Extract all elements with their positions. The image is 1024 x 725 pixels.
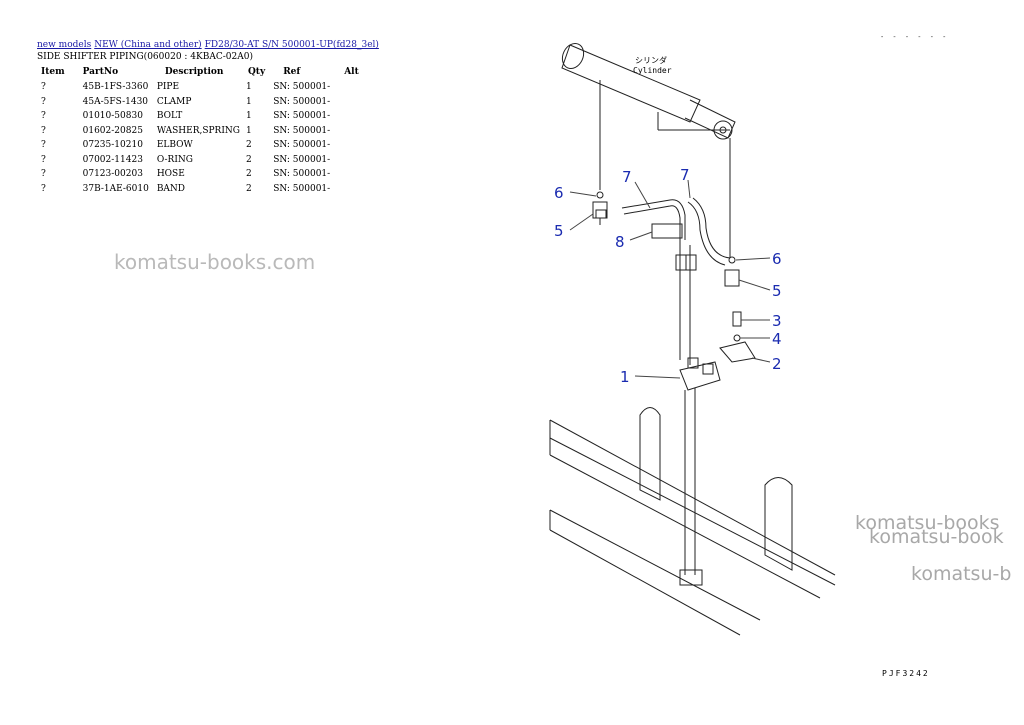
cell-item: ? xyxy=(41,82,46,92)
cell-item: ? xyxy=(41,154,46,165)
cell-item: ? xyxy=(41,96,46,107)
cell-description: O-RING xyxy=(156,154,193,165)
cell-partno: 07123-00203 xyxy=(82,169,143,179)
parts-table: Item PartNo Description Qty Ref Alt ? 45B… xyxy=(37,66,363,196)
cell-alt xyxy=(334,80,363,95)
table-header-row: Item PartNo Description Qty Ref Alt xyxy=(37,66,363,80)
cell-description: ELBOW xyxy=(156,140,193,150)
cell-description: CLAMP xyxy=(156,96,192,107)
cell-item: ? xyxy=(41,169,46,179)
cell-partno: 07235-10210 xyxy=(82,140,143,150)
callout-7-left: 7 xyxy=(622,168,632,186)
cell-qty: 1 xyxy=(245,82,252,92)
cell-qty: 2 xyxy=(245,154,252,165)
right-fitting xyxy=(719,180,756,363)
table-row: ? 01602-20825 WASHER,SPRING 1 SN: 500001- xyxy=(37,124,363,139)
leader-lines xyxy=(569,179,771,379)
cell-ref: SN: 500001- xyxy=(273,111,331,121)
cell-partno: 45A-5FS-1430 xyxy=(82,96,149,107)
cell-qty: 2 xyxy=(245,140,252,150)
left-fitting xyxy=(592,191,608,225)
cell-description: BAND xyxy=(156,183,186,194)
cell-alt xyxy=(334,109,363,124)
cell-item: ? xyxy=(41,183,46,194)
carriage-frame xyxy=(549,407,836,636)
cell-partno: 01602-20825 xyxy=(82,125,143,136)
cell-partno: 37B-1AE-6010 xyxy=(82,183,149,194)
col-partno: PartNo xyxy=(82,67,119,77)
breadcrumb-link-model[interactable]: FD28/30-AT S/N 500001-UP(fd28_3el) xyxy=(204,40,379,50)
watermark: komatsu-book xyxy=(869,526,1004,548)
table-row: ? 07002-11423 O-RING 2 SN: 500001- xyxy=(37,153,363,168)
cell-ref: SN: 500001- xyxy=(273,154,331,165)
callout-5-right: 5 xyxy=(772,282,782,300)
cell-qty: 2 xyxy=(245,169,252,179)
cell-ref: SN: 500001- xyxy=(273,82,331,92)
breadcrumb-link-new-models[interactable]: new models xyxy=(37,40,92,50)
col-alt: Alt xyxy=(344,67,359,77)
page-title: SIDE SHIFTER PIPING(060020 : 4KBAC-02A0) xyxy=(37,52,253,62)
callout-6-right: 6 xyxy=(772,250,782,268)
clamp-assembly xyxy=(679,357,721,575)
cylinder-label-jp: シリンダ xyxy=(635,55,667,65)
cell-description: BOLT xyxy=(156,111,183,121)
cylinder-label: Cylinder xyxy=(633,66,672,75)
cell-item: ? xyxy=(41,140,46,150)
cell-alt xyxy=(334,138,363,153)
callout-7-right: 7 xyxy=(680,166,690,184)
callout-3: 3 xyxy=(772,312,782,330)
table-row: ? 37B-1AE-6010 BAND 2 SN: 500001- xyxy=(37,182,363,197)
callout-6-left: 6 xyxy=(554,184,564,202)
table-row: ? 07123-00203 HOSE 2 SN: 500001- xyxy=(37,167,363,182)
cell-qty: 1 xyxy=(245,96,252,107)
col-item: Item xyxy=(41,67,65,77)
col-ref: Ref xyxy=(283,67,301,77)
callout-1: 1 xyxy=(620,368,630,386)
cell-description: PIPE xyxy=(156,82,180,92)
cell-ref: SN: 500001- xyxy=(273,183,331,194)
watermark: komatsu-books.com xyxy=(114,250,316,274)
watermark: komatsu-b xyxy=(911,563,1012,585)
drawing-code: PJF3242 xyxy=(882,669,930,678)
col-description: Description xyxy=(164,67,224,77)
cell-qty: 1 xyxy=(245,111,252,121)
cell-alt xyxy=(334,124,363,139)
cell-alt xyxy=(334,153,363,168)
watermark: komatsu-books xyxy=(855,512,1000,534)
cell-partno: 45B-1FS-3360 xyxy=(82,82,149,92)
callout-2: 2 xyxy=(772,355,782,373)
table-row: ? 45A-5FS-1430 CLAMP 1 SN: 500001- xyxy=(37,95,363,110)
cell-alt xyxy=(334,95,363,110)
cell-partno: 01010-50830 xyxy=(82,111,143,121)
parts-diagram: シリンダ Cylinder xyxy=(549,42,836,636)
cell-item: ? xyxy=(41,111,46,121)
top-code: - - - - - - xyxy=(880,33,949,41)
cell-ref: SN: 500001- xyxy=(273,140,331,150)
cell-alt xyxy=(334,167,363,182)
cylinder-drawing: シリンダ Cylinder xyxy=(561,42,736,190)
cell-qty: 1 xyxy=(245,125,252,136)
col-qty: Qty xyxy=(247,67,266,77)
cell-description: WASHER,SPRING xyxy=(156,125,240,136)
cell-item: ? xyxy=(41,125,46,136)
cell-ref: SN: 500001- xyxy=(273,96,331,107)
callout-8: 8 xyxy=(615,233,625,251)
hose-assembly xyxy=(621,197,731,365)
cell-ref: SN: 500001- xyxy=(273,125,331,136)
breadcrumb-link-region[interactable]: NEW (China and other) xyxy=(94,40,202,50)
cell-qty: 2 xyxy=(245,183,252,194)
cell-alt xyxy=(334,182,363,197)
cell-partno: 07002-11423 xyxy=(82,154,143,165)
table-row: ? 45B-1FS-3360 PIPE 1 SN: 500001- xyxy=(37,80,363,95)
callout-4: 4 xyxy=(772,330,782,348)
callout-5-left: 5 xyxy=(554,222,564,240)
cell-ref: SN: 500001- xyxy=(273,169,331,179)
table-row: ? 07235-10210 ELBOW 2 SN: 500001- xyxy=(37,138,363,153)
table-row: ? 01010-50830 BOLT 1 SN: 500001- xyxy=(37,109,363,124)
cell-description: HOSE xyxy=(156,169,185,179)
